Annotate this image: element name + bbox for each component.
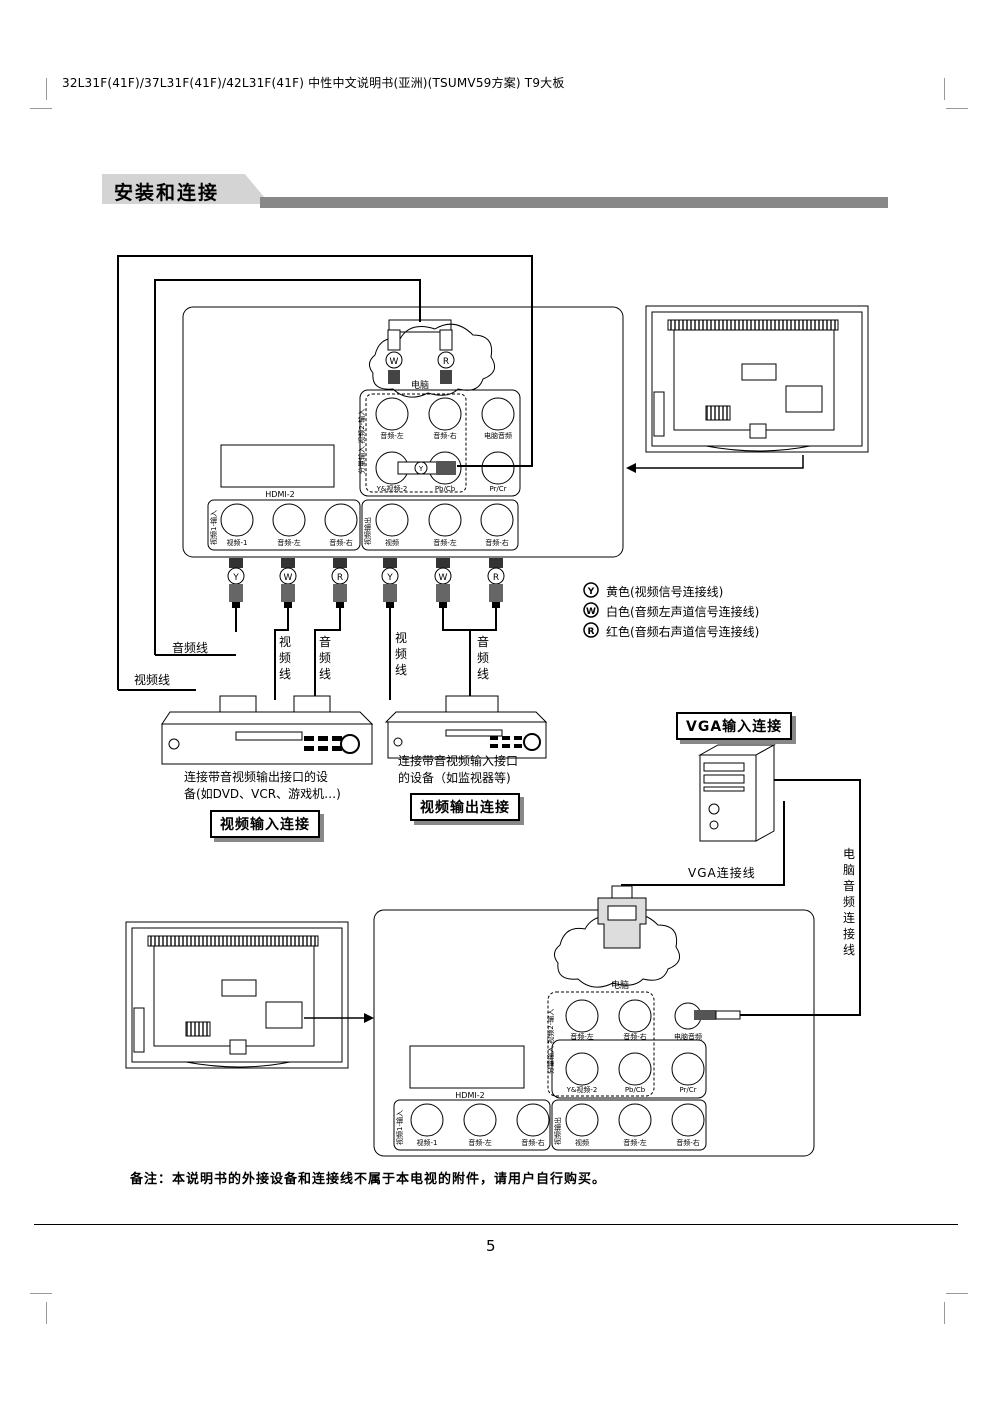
crop-mark [944,78,945,100]
svg-text:R: R [443,357,449,367]
video-output-connection-title: 视频输出连接 [410,793,520,821]
footer-divider [34,1224,958,1225]
svg-text:R: R [588,627,595,637]
input-device-desc: 备(如DVD、VCR、游戏机…) [184,787,341,801]
svg-text:音频-左: 音频-左 [468,1138,492,1147]
pc-audio-cable-label: 电脑音频连接线 [842,847,855,957]
svg-text:电脑音频: 电脑音频 [674,1032,702,1041]
output-device-desc: 连接带音视频输入接口 [398,754,519,768]
svg-text:音频-右: 音频-右 [676,1138,700,1147]
svg-text:音频-左: 音频-左 [623,1138,647,1147]
cable-lines [117,255,533,700]
legend-red: 红色(音频右声道信号连接线) [606,625,760,639]
svg-text:音频-右: 音频-右 [623,1032,647,1041]
legend-white: 白色(音频左声道信号连接线) [606,605,760,619]
video-line-vertical-label: 视频线 [278,635,291,681]
section-bar [260,197,888,208]
crop-mark [46,78,47,100]
input-device-desc: 连接带音视频输出接口的设 [184,770,329,784]
svg-text:W: W [284,573,293,583]
video-input-connection-title: 视频输入连接 [210,810,320,838]
tv-back-bottom [125,921,349,1069]
svg-text:视频1-输入: 视频1-输入 [209,510,218,545]
svg-text:音频-左: 音频-左 [277,538,301,547]
tv-back-top [645,305,869,453]
svg-text:音频-左: 音频-左 [570,1032,594,1041]
output-device-desc: 的设备（如监视器等) [398,771,511,785]
svg-text:视频: 视频 [575,1138,589,1147]
pc-audio-plugs: W R [385,319,455,384]
svg-text:R: R [337,573,343,583]
svg-text:音频-左: 音频-左 [433,538,457,547]
svg-text:音频-左: 音频-左 [380,431,404,440]
svg-text:分量输入 视频2-输入: 分量输入 视频2-输入 [357,409,366,474]
crop-mark [46,1302,47,1324]
svg-text:HDMI-2: HDMI-2 [455,1091,484,1100]
legend-yellow: 黄色(视频信号连接线) [606,585,724,599]
crop-mark [946,108,968,109]
svg-text:R: R [493,573,499,583]
svg-text:Pb/Cb: Pb/Cb [625,1086,646,1094]
vga-connector [597,885,647,949]
svg-text:视频-1: 视频-1 [417,1138,438,1147]
svg-text:音频-右: 音频-右 [433,431,457,440]
svg-text:音频-右: 音频-右 [485,538,509,547]
video-line-label: 视频线 [134,673,171,687]
audio-line-label: 音频线 [172,641,209,655]
svg-text:Y: Y [587,587,595,597]
svg-text:Pr/Cr: Pr/Cr [679,1086,696,1094]
svg-text:Y&视频-2: Y&视频-2 [376,484,408,493]
svg-text:电脑音频: 电脑音频 [484,431,512,440]
pc-label: 电脑 [411,379,429,391]
video-line-vertical-label: 视频线 [394,631,407,677]
section-title: 安装和连接 [102,170,272,208]
svg-text:Y: Y [418,465,424,473]
svg-text:视频输出: 视频输出 [363,517,372,545]
document-header: 32L31F(41F)/37L31F(41F)/42L31F(41F) 中性中文… [62,76,565,90]
svg-text:电脑: 电脑 [611,979,629,991]
crop-mark [30,1293,52,1294]
dvd-player [161,695,374,765]
svg-text:W: W [390,357,399,367]
svg-text:视频-1: 视频-1 [227,538,248,547]
legend-icons: Y W R [583,582,599,638]
monitor-device [384,695,548,759]
page-number: 5 [486,1237,496,1255]
svg-text:Y: Y [232,573,239,583]
crop-mark [946,1293,968,1294]
crop-mark [944,1302,945,1324]
svg-text:HDMI-2: HDMI-2 [265,490,294,499]
vga-cable-label: VGA连接线 [688,866,756,880]
svg-text:音频-右: 音频-右 [521,1138,545,1147]
svg-text:视频输出: 视频输出 [553,1117,562,1145]
svg-text:Pb/Cb: Pb/Cb [435,485,456,493]
svg-text:视频1-输入: 视频1-输入 [395,1110,404,1145]
svg-text:Y&视频-2: Y&视频-2 [566,1085,598,1094]
svg-text:分量输入 视频2-输入: 分量输入 视频2-输入 [546,1009,555,1074]
pc-tower [698,744,776,842]
audio-line-vertical-label: 音频线 [476,635,489,681]
svg-text:Y: Y [386,573,393,583]
svg-text:音频-右: 音频-右 [329,538,353,547]
footnote: 备注：本说明书的外接设备和连接线不属于本电视的附件，请用户自行购买。 [130,1172,607,1187]
svg-text:W: W [439,573,448,583]
rca-plugs: Y W R Y W R [227,558,505,608]
svg-text:视频: 视频 [385,538,399,547]
svg-text:W: W [586,607,596,617]
crop-mark [30,108,52,109]
svg-text:Pr/Cr: Pr/Cr [489,485,506,493]
vga-connection-title: VGA输入连接 [676,712,793,740]
audio-line-vertical-label: 音频线 [318,635,331,681]
